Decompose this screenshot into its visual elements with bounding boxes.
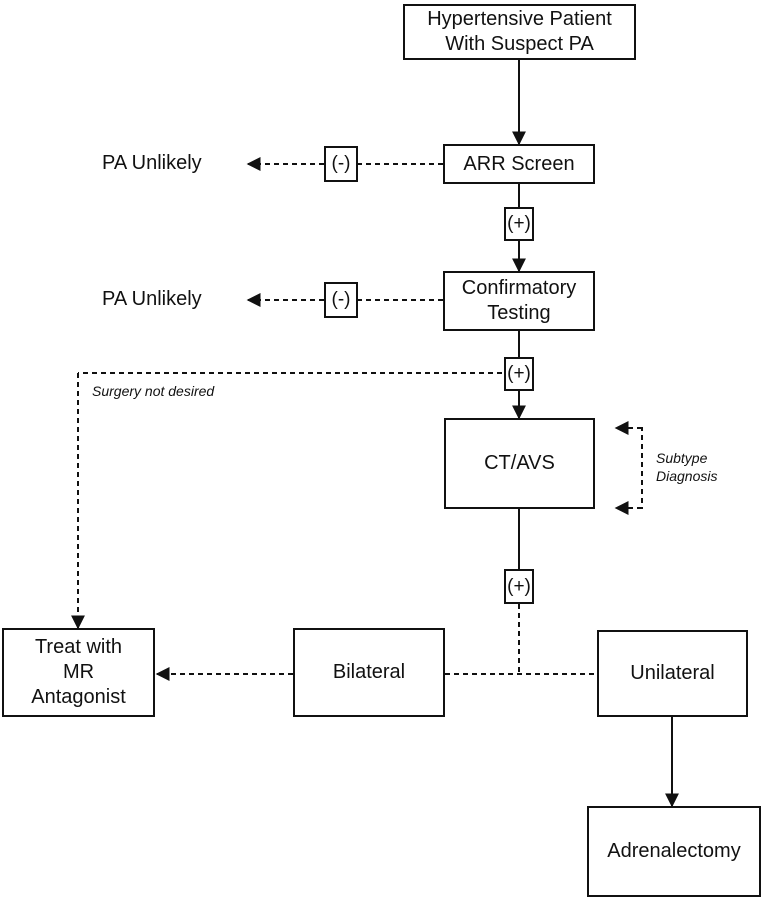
- subtype-diagnosis-note: Subtype Diagnosis: [656, 450, 718, 484]
- dashed-subtype-bracket: [640, 427, 643, 509]
- confirmatory-testing-label: Confirmatory Testing: [461, 277, 577, 324]
- pa-unlikely-label-1: PA Unlikely: [102, 152, 202, 174]
- adrenalectomy-box: Adrenalectomy: [587, 806, 761, 897]
- positive-badge-3: (+): [504, 569, 534, 604]
- treat-mr-antagonist-label: Treat with MR Antagonist: [31, 636, 126, 708]
- arr-screen-label: ARR Screen: [463, 152, 575, 175]
- unilateral-label: Unilateral: [630, 662, 715, 684]
- arr-screen-box: ARR Screen: [443, 144, 595, 184]
- adrenalectomy-label: Adrenalectomy: [607, 840, 741, 862]
- ct-avs-label: CT/AVS: [484, 452, 555, 474]
- positive-badge-1: (+): [504, 207, 534, 241]
- negative-badge-2: (-): [324, 282, 358, 318]
- ct-avs-box: CT/AVS: [444, 418, 595, 509]
- confirmatory-testing-box: Confirmatory Testing: [443, 271, 595, 331]
- surgery-not-desired-note: Surgery not desired: [92, 383, 215, 399]
- bilateral-box: Bilateral: [293, 628, 445, 717]
- negative-badge-1: (-): [324, 146, 358, 182]
- pa-unlikely-label-2: PA Unlikely: [102, 288, 202, 310]
- treat-mr-antagonist-box: Treat with MR Antagonist: [2, 628, 155, 717]
- bilateral-label: Bilateral: [332, 661, 406, 683]
- hypertensive-patient-box: Hypertensive Patient With Suspect PA: [403, 4, 636, 60]
- hypertensive-patient-label: Hypertensive Patient With Suspect PA: [427, 8, 612, 55]
- unilateral-box: Unilateral: [597, 630, 748, 717]
- positive-badge-2: (+): [504, 357, 534, 391]
